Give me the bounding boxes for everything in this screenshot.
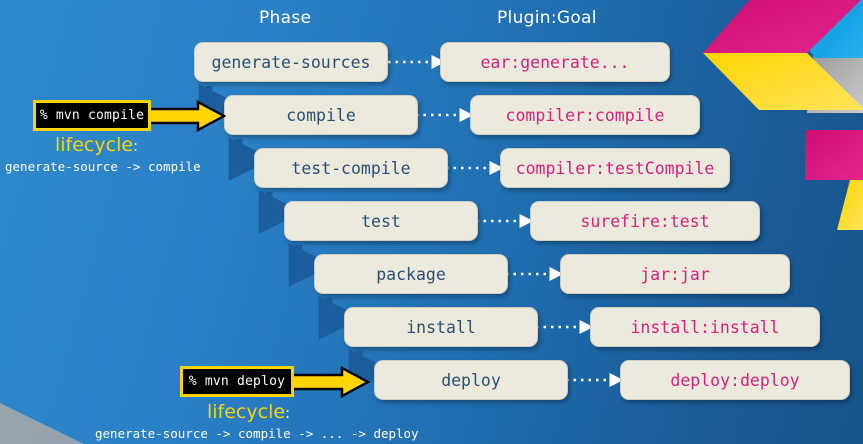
goal-node-surefire-test[interactable]: surefire:test (530, 201, 760, 241)
gray-corner-triangle (0, 402, 84, 444)
mvn-deploy-pointer-arrow (288, 366, 370, 398)
goal-label: install:install (630, 317, 780, 337)
phase-node-compile[interactable]: compile (224, 95, 418, 135)
lifecycle-title-deploy: lifecycle: (207, 401, 290, 423)
goal-node-jar-jar[interactable]: jar:jar (560, 254, 790, 294)
lifecycle-chain-deploy: generate-source -> compile -> ... -> dep… (95, 426, 419, 441)
goal-node-deploy-deploy[interactable]: deploy:deploy (620, 360, 850, 400)
mvn-compile-pointer-arrow (144, 100, 226, 132)
terminal-badge-mvn-deploy[interactable]: % mvn deploy (180, 366, 294, 397)
goal-label: jar:jar (640, 264, 710, 284)
lifecycle-word: lifecycle (55, 134, 134, 156)
terminal-command: % mvn deploy (188, 374, 286, 389)
phase-node-package[interactable]: package (314, 254, 508, 294)
phase-label: compile (286, 105, 356, 125)
phase-label: generate-sources (211, 52, 371, 72)
goal-label: compiler:compile (505, 105, 665, 125)
phase-node-test[interactable]: test (284, 201, 478, 241)
lifecycle-colon: : (133, 137, 139, 155)
goal-node-compiler-testcompile[interactable]: compiler:testCompile (500, 148, 730, 188)
phase-label: deploy (441, 370, 501, 390)
terminal-badge-mvn-compile[interactable]: % mvn compile (33, 100, 151, 131)
goal-node-ear-generate[interactable]: ear:generate... (440, 42, 670, 82)
goal-label: compiler:testCompile (515, 158, 715, 178)
phase-node-generate-sources[interactable]: generate-sources (194, 42, 388, 82)
phase-node-deploy[interactable]: deploy (374, 360, 568, 400)
goal-label: ear:generate... (480, 52, 630, 72)
phase-label: test (361, 211, 401, 231)
phase-node-test-compile[interactable]: test-compile (254, 148, 448, 188)
terminal-command: % mvn compile (39, 108, 145, 123)
phase-label: install (406, 317, 476, 337)
phase-node-install[interactable]: install (344, 307, 538, 347)
lifecycle-colon: : (285, 404, 291, 422)
phase-label: test-compile (291, 158, 411, 178)
chevron-decoration-bottom (805, 130, 863, 230)
lifecycle-word: lifecycle (207, 401, 286, 423)
column-header-phase: Phase (259, 8, 312, 28)
goal-node-install-install[interactable]: install:install (590, 307, 820, 347)
lifecycle-chain-compile: generate-source -> compile (5, 159, 201, 174)
goal-label: deploy:deploy (670, 370, 800, 390)
lifecycle-title-compile: lifecycle: (55, 134, 138, 156)
column-header-plugin-goal: Plugin:Goal (497, 8, 597, 28)
phase-label: package (376, 264, 446, 284)
goal-node-compiler-compile[interactable]: compiler:compile (470, 95, 700, 135)
goal-label: surefire:test (580, 211, 710, 231)
